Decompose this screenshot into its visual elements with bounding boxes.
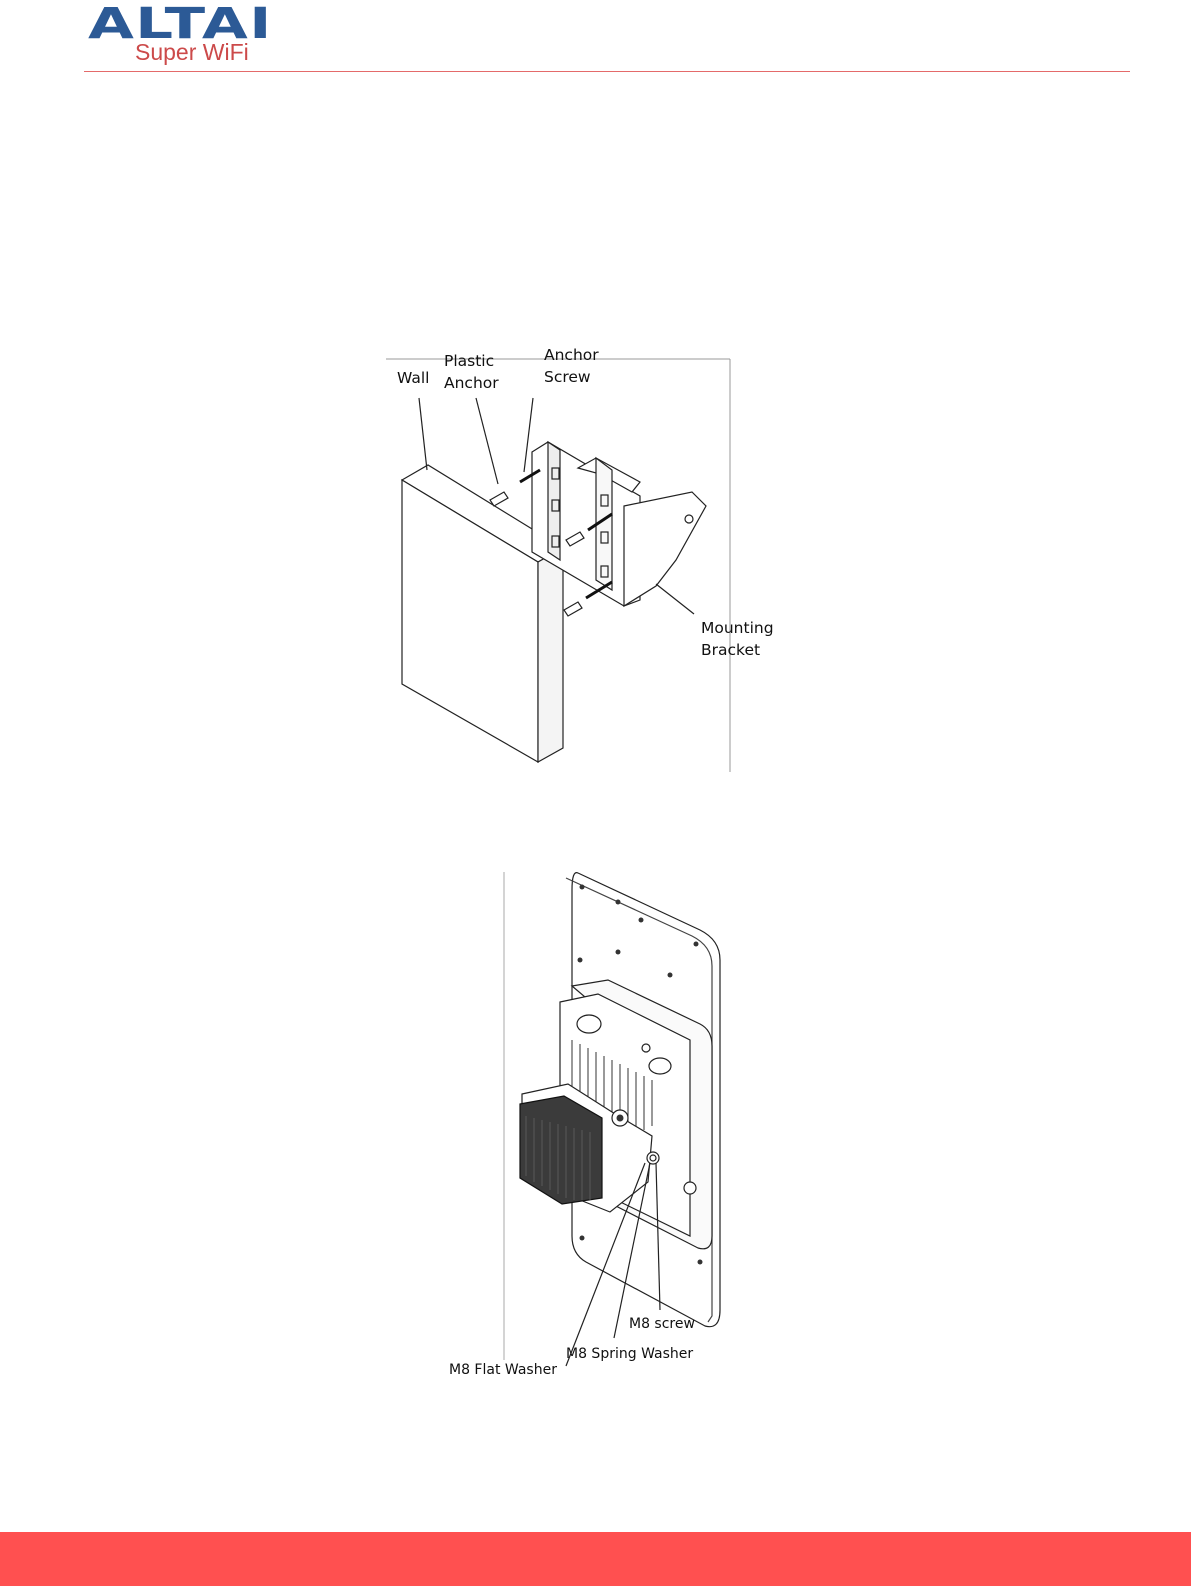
m8-spring-washer-label: M8 Spring Washer	[566, 1345, 693, 1363]
footer-bar	[0, 1532, 1191, 1586]
m8-screw-label: M8 screw	[629, 1315, 695, 1333]
m8-flat-washer-label: M8 Flat Washer	[449, 1361, 557, 1379]
